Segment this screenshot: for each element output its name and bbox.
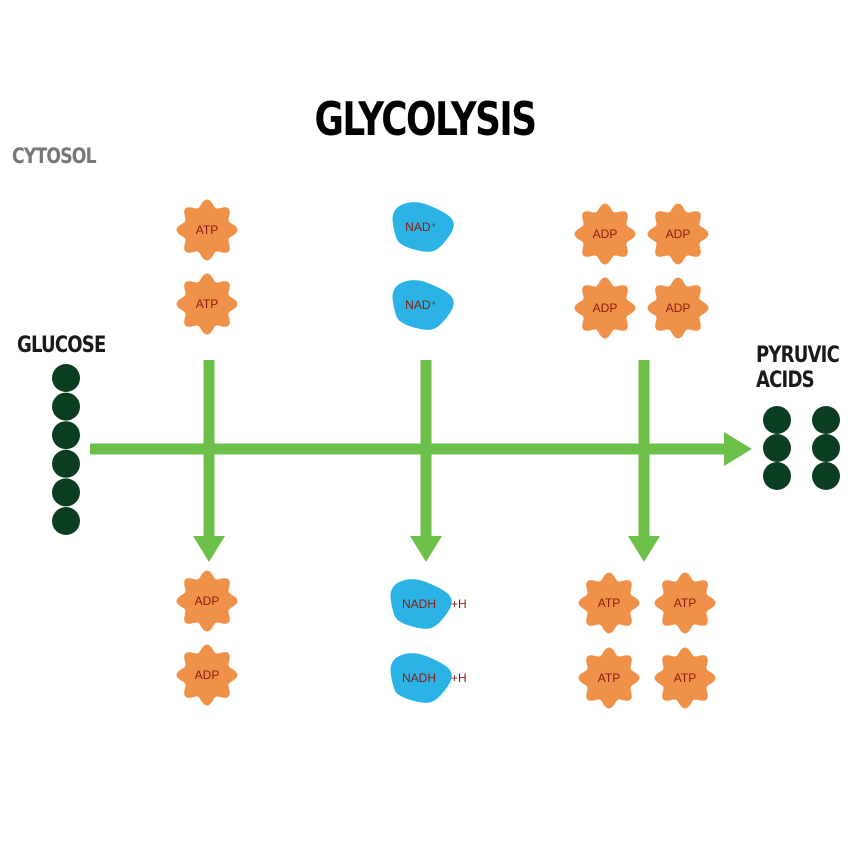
flower-molecule-icon [176,570,238,632]
output-molecule-label: ADP [195,668,220,682]
input-molecule-label: ADP [666,227,691,241]
carbons-layer [52,364,840,535]
glucose-label: GLUCOSE [17,333,106,358]
arrow-down-icon [410,536,442,562]
output-molecule-label: NADH [402,597,436,611]
input-molecule-label: ADP [593,227,618,241]
output-molecule: ATP [578,647,640,709]
proton-suffix-label: +H [451,671,467,685]
flower-molecule-icon [574,277,636,339]
flower-molecule-icon [578,572,640,634]
output-molecule-label: ADP [195,594,220,608]
output-molecule: ATP [654,572,716,634]
flower-molecule-icon [578,647,640,709]
output-molecule-label: NADH [402,671,436,685]
input-molecule-label: ATP [196,223,218,237]
arrows-layer [90,360,752,562]
flower-molecule-icon [647,277,709,339]
output-molecule: ATP [578,572,640,634]
pyruvate-carbon-dot-icon [763,406,791,434]
input-molecule: ADP [574,203,636,265]
pyruvic-acids-label: PYRUVIC ACIDS [756,343,840,394]
input-molecule-label: NAD⁺ [405,220,437,234]
cytosol-label: CYTOSOL [12,144,97,168]
cloud-molecule-icon [392,202,454,252]
arrow-down-icon [628,536,660,562]
output-molecule-label: ATP [598,671,620,685]
pyruvic-label-line2: ACIDS [756,368,815,394]
input-molecule-label: ADP [593,301,618,315]
flower-molecule-icon [176,273,238,335]
arrow-down-icon [193,536,225,562]
input-molecule: NAD⁺ [392,202,454,252]
diagram-title: GLYCOLYSIS [314,92,538,146]
pyruvate-carbon-dot-icon [812,434,840,462]
input-molecule-label: ATP [196,297,218,311]
pyruvate-carbon-dot-icon [763,434,791,462]
pyruvate-carbon-dot-icon [812,462,840,490]
output-molecule: NADH +H [390,653,467,703]
glucose-carbon-dot-icon [52,478,80,507]
input-molecule: ATP [176,273,238,335]
arrow-right-icon [724,432,752,466]
flower-molecule-icon [654,647,716,709]
glucose-carbon-dot-icon [52,364,80,392]
flower-molecule-icon [654,572,716,634]
pyruvate-carbon-dot-icon [812,406,840,434]
input-molecule: ADP [647,203,709,265]
input-molecule: ADP [574,277,636,339]
glucose-carbon-dot-icon [52,392,80,421]
input-molecule: ATP [176,199,238,261]
output-molecule-label: ATP [674,596,696,610]
flower-molecule-icon [574,203,636,265]
flower-molecule-icon [647,203,709,265]
glucose-carbon-dot-icon [52,449,80,478]
output-molecule: ADP [176,570,238,632]
glucose-carbon-dot-icon [52,421,80,450]
output-molecule: NADH +H [390,579,467,629]
cloud-molecule-icon [390,653,452,703]
input-molecule: ADP [647,277,709,339]
input-molecule: NAD⁺ [392,280,454,330]
glucose-carbon-dot-icon [52,507,80,535]
output-molecule: ADP [176,644,238,706]
flower-molecule-icon [176,199,238,261]
proton-suffix-label: +H [451,597,467,611]
input-molecule-label: ADP [666,301,691,315]
pyruvic-label-line1: PYRUVIC [756,343,840,368]
flower-molecule-icon [176,644,238,706]
input-molecule-label: NAD⁺ [405,298,437,312]
output-molecule-label: ATP [598,596,620,610]
cloud-molecule-icon [390,579,452,629]
output-molecule: ATP [654,647,716,709]
pyruvate-carbon-dot-icon [763,462,791,490]
cloud-molecule-icon [392,280,454,330]
output-molecule-label: ATP [674,671,696,685]
